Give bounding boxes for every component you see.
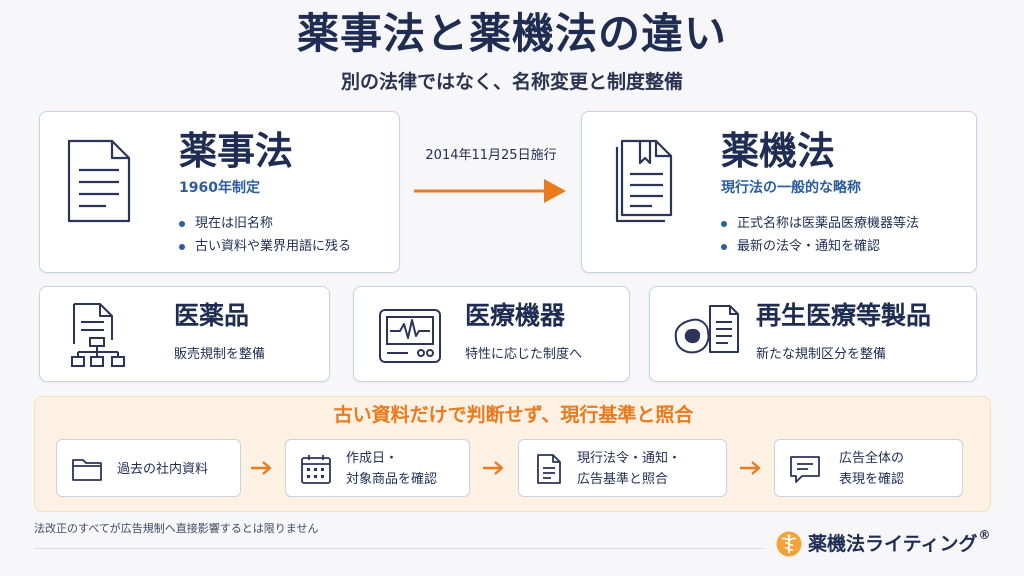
new-law-bullets: 正式名称は医薬品医療機器等法 最新の法令・通知を確認	[721, 212, 919, 258]
transition-date-label: 2014年11月25日施行	[425, 148, 557, 163]
list-item: 現在は旧名称	[179, 212, 351, 235]
calendar-icon	[301, 455, 331, 484]
step-text: 過去の社内資料	[117, 461, 209, 477]
bullet-icon	[179, 220, 185, 227]
category-card-pharmaceuticals: 医薬品 販売規制を整備	[39, 286, 330, 382]
document-icon	[537, 454, 561, 484]
cell-document-icon	[674, 305, 739, 354]
step-text: 作成日・ 対象商品を確認	[346, 451, 438, 487]
category-description: 特性に応じた制度へ	[465, 347, 583, 362]
arrow-right-icon	[740, 461, 761, 475]
bullet-icon	[179, 243, 185, 250]
old-law-bullets: 現在は旧名称 古い資料や業界用語に残る	[179, 212, 351, 258]
new-law-description: 現行法の一般的な略称	[721, 180, 861, 196]
old-law-card: 薬事法 1960年制定 現在は旧名称 古い資料や業界用語に残る	[39, 111, 400, 273]
speech-bubble-icon	[790, 456, 820, 483]
process-title: 古い資料だけで判断せず、現行基準と照合	[333, 404, 694, 426]
step-text: 広告全体の 表現を確認	[839, 451, 905, 487]
old-law-name: 薬事法	[179, 129, 294, 173]
document-icon	[67, 139, 131, 223]
list-item: 最新の法令・通知を確認	[721, 235, 919, 258]
caduceus-icon	[776, 531, 802, 557]
category-card-regenerative-medicine: 再生医療等製品 新たな規制区分を整備	[649, 286, 977, 382]
transition-arrow: 2014年11月25日施行	[406, 146, 576, 216]
category-title: 医薬品	[174, 301, 250, 330]
arrow-right-icon	[414, 179, 566, 203]
category-title: 医療機器	[465, 301, 566, 330]
process-step-compare-standards: 現行法令・通知・ 広告基準と照合	[518, 439, 727, 497]
new-law-name: 薬機法	[721, 129, 836, 173]
step-text: 現行法令・通知・ 広告基準と照合	[577, 451, 682, 487]
arrow-right-icon	[483, 461, 504, 475]
folder-icon	[72, 459, 102, 481]
process-panel: 古い資料だけで判断せず、現行基準と照合 過去の社内資料 作成日・ 対象商品を確認	[34, 396, 991, 512]
brand-logo-group: 薬機法ライティング ®	[776, 528, 990, 560]
new-law-card: 薬機法 現行法の一般的な略称 正式名称は医薬品医療機器等法 最新の法令・通知を確…	[581, 111, 977, 273]
process-step-check-date: 作成日・ 対象商品を確認	[285, 439, 470, 497]
old-law-established: 1960年制定	[179, 180, 260, 196]
document-flowchart-icon	[71, 303, 125, 367]
category-description: 販売規制を整備	[174, 347, 266, 362]
page-title: 薬事法と薬機法の違い	[296, 9, 727, 58]
bullet-icon	[721, 243, 727, 250]
category-description: 新たな規制区分を整備	[756, 347, 887, 362]
list-item: 古い資料や業界用語に残る	[179, 235, 351, 258]
arrow-right-icon	[251, 461, 272, 475]
bookmarked-document-icon	[615, 139, 673, 223]
page-subtitle: 別の法律ではなく、名称変更と制度整備	[340, 71, 683, 93]
monitor-pulse-icon	[379, 309, 441, 363]
list-item: 正式名称は医薬品医療機器等法	[721, 212, 919, 235]
divider	[34, 548, 764, 549]
process-step-internal-materials: 過去の社内資料	[56, 439, 241, 497]
brand-name: 薬機法ライティング	[808, 533, 978, 555]
bullet-icon	[721, 220, 727, 227]
footnote: 法改正のすべてが広告規制へ直接影響するとは限りません	[34, 522, 319, 535]
category-title: 再生医療等製品	[756, 301, 932, 330]
category-card-medical-devices: 医療機器 特性に応じた制度へ	[353, 286, 630, 382]
registered-mark: ®	[978, 528, 991, 542]
process-step-review-expressions: 広告全体の 表現を確認	[774, 439, 963, 497]
